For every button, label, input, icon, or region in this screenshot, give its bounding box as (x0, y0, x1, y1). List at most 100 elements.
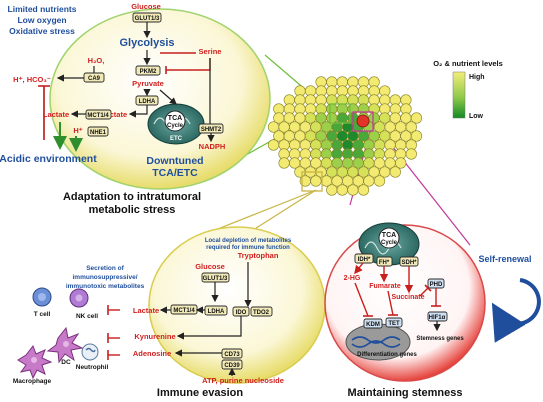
secretion-note: Secretion of (86, 265, 124, 272)
hif1a-label: HIF1α (429, 315, 446, 321)
h-hco3-label: H⁺, HCO₃⁻ (13, 75, 51, 84)
fh-label: FH* (379, 260, 390, 266)
depletion-note: Local depletion of metabolites (205, 238, 292, 244)
ldha-immune-label: LDHA (208, 309, 225, 315)
shmt2-label: SHMT2 (201, 127, 222, 133)
dc-cell: DC (46, 326, 84, 366)
tumor-cell (405, 148, 417, 160)
idh-label: IDH* (358, 257, 371, 263)
self-renewal-arrow (491, 278, 541, 343)
lactate-mid-label: Lactate (101, 110, 127, 119)
h-plus-label: H⁺ (73, 126, 82, 135)
tdo2-label: TDO2 (253, 310, 270, 316)
dna-strand (351, 340, 401, 348)
highlight-box-stemness (352, 111, 374, 132)
glucose-immune-label: Glucose (195, 262, 225, 271)
dna-strand (351, 336, 401, 344)
downtuned-label: TCA/ETC (152, 167, 198, 179)
tumor-cell (347, 184, 359, 196)
stem-mitochondrion: TCA Cycle (358, 222, 420, 266)
tdo2-box (250, 306, 273, 317)
tumor-cell (395, 157, 407, 169)
diff-genes-label: Differentiation genes (357, 352, 417, 358)
tumor-cell (410, 130, 423, 142)
tumor-cell (310, 175, 322, 187)
two-hg-label: 2-HG (344, 275, 361, 282)
kdm-label: KDM (366, 322, 380, 328)
macrophage-cell: Macrophage (13, 344, 53, 385)
fumarate-label: Fumarate (369, 283, 401, 290)
glycolysis-label: Glycolysis (119, 37, 174, 49)
stem-cell-highlight (356, 114, 370, 128)
dc-label: DC (61, 359, 71, 366)
tet-box (385, 317, 403, 328)
stem-tca-label: TCA (382, 232, 396, 239)
succinate-label: Succinate (391, 294, 424, 301)
nhe1-box (87, 126, 109, 137)
downtuned-label: Downtuned (146, 155, 203, 167)
cd73-label: CD73 (224, 352, 240, 358)
legend-gradient (452, 71, 466, 119)
lactate-left-label: Lactate (43, 110, 69, 119)
legend: O₂ & nutrient levels High Low (433, 59, 503, 120)
glut-immune-label: GLUT1/3 (203, 276, 228, 282)
serine-label: Serine (199, 47, 222, 56)
mct-label: MCT1/4 (87, 113, 109, 119)
tumor-cell (405, 121, 417, 133)
stress-text: Limited nutrients Low oxygen Oxidative s… (8, 4, 77, 36)
highlight-box-immune (301, 171, 323, 192)
glucose-label: Glucose (131, 2, 161, 11)
tumor-cell (278, 157, 290, 169)
nk-cell-label: NK cell (76, 313, 98, 320)
nadph-label: NADPH (199, 142, 226, 151)
acidic-label: Acidic environment (0, 153, 97, 165)
adaptation-caption: Adaptation to intratumoral (63, 191, 201, 203)
sdh-label: SDH* (401, 260, 417, 266)
phd-label: PHD (430, 282, 443, 288)
ldha-label: LDHA (139, 99, 156, 105)
immune-caption: Immune evasion (157, 387, 243, 399)
stress-line: Limited nutrients (8, 4, 77, 14)
secretion-note: immunosuppressive/ (72, 274, 137, 281)
tumor-cell (267, 139, 280, 151)
legend-title: O₂ & nutrient levels (433, 59, 503, 68)
adaptation-panel: TCA Cycle ETC (49, 8, 271, 190)
kdm-box (363, 318, 383, 329)
macrophage-label: Macrophage (13, 378, 52, 385)
neutrophil-cell: Neutrophil (76, 343, 109, 371)
cycle-label: Cycle (167, 123, 184, 129)
glut-label: GLUT1/3 (135, 16, 160, 22)
legend-low: Low (469, 113, 484, 120)
tumor-cell (326, 184, 338, 196)
lactate-immune-label: Lactate (133, 306, 159, 315)
pyruvate-label: Pyruvate (132, 79, 164, 88)
stemness-caption: Maintaining stemness (348, 387, 463, 399)
stress-line: Low oxygen (17, 15, 66, 25)
tumor-cell (410, 112, 423, 124)
cell-body (49, 8, 271, 190)
stress-line: Oxidative stress (9, 26, 75, 36)
idh-box (354, 253, 374, 264)
tumor-cell (336, 184, 348, 196)
neutrophil-label: Neutrophil (76, 364, 109, 371)
highlight-box-adaptation (329, 103, 351, 124)
atp-label: ATP, purine nucleoside (202, 376, 284, 385)
etc-label: ETC (170, 136, 183, 142)
self-renewal-label: Self-renewal (478, 254, 531, 264)
tryptophan-label: Tryptophan (238, 251, 279, 260)
depletion-note: required for immune function (206, 245, 290, 251)
tumor-cell (389, 166, 401, 178)
tumor-cell (357, 184, 370, 196)
legend-high: High (469, 74, 485, 81)
ca9-label: CA9 (88, 76, 101, 82)
tet-label: TET (388, 321, 400, 327)
mct-immune-label: MCT1/4 (173, 308, 195, 314)
tumor-cell (373, 175, 386, 187)
cd39-label: CD39 (224, 363, 240, 369)
secretion-note: immunotoxic metabolites (66, 283, 145, 290)
adenosine-label: Adenosine (133, 349, 171, 358)
tumor-mass (267, 76, 423, 196)
tca-label: TCA (168, 115, 182, 122)
